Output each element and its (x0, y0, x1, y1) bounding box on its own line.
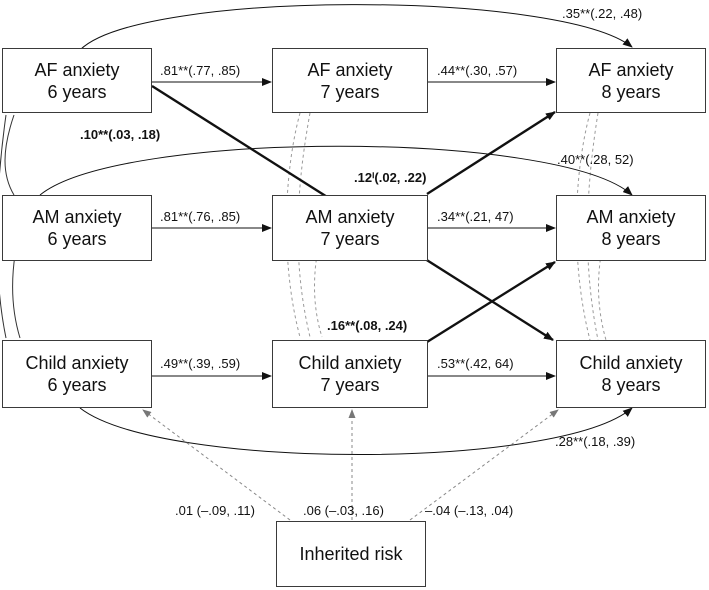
node-child6-line2: 6 years (47, 375, 107, 395)
label-risk-child8: –.04 (–.13, .04) (425, 503, 514, 518)
node-risk-line1: Inherited risk (299, 544, 403, 564)
node-am8-line1: AM anxiety (586, 207, 676, 227)
af6-am6-correlation (4, 114, 15, 196)
arrow-risk-child6 (142, 409, 291, 521)
arrow-child6-child8 (79, 407, 633, 455)
label-child7-am8: .16**(.08, .24) (327, 318, 408, 333)
label-af6-af7: .81**(.77, .85) (160, 63, 241, 78)
node-am6-line1: AM anxiety (32, 207, 122, 227)
node-child8-line2: 8 years (601, 375, 661, 395)
label-child7-child8: .53**(.42, 64) (437, 356, 514, 371)
arrow-risk-child8 (409, 409, 559, 521)
node-am7: AM anxiety 7 years (272, 195, 428, 261)
af7-child7-correlation (286, 112, 301, 338)
curved-paths (39, 4, 633, 455)
node-child8: Child anxiety 8 years (556, 340, 706, 408)
label-af7-af8: .44**(.30, .57) (437, 63, 518, 78)
arrow-am6-am8 (39, 145, 633, 196)
node-af7: AF anxiety 7 years (272, 48, 428, 113)
arrow-child7-am8 (426, 260, 556, 344)
node-child8-line1: Child anxiety (579, 353, 683, 373)
node-child6-line1: Child anxiety (25, 353, 129, 373)
node-af6-line1: AF anxiety (34, 59, 120, 80)
node-am6-line2: 6 years (47, 229, 107, 249)
node-am8: AM anxiety 8 years (556, 195, 706, 261)
inherited-risk-paths (142, 409, 559, 521)
node-child6: Child anxiety 6 years (2, 340, 152, 408)
label-af6-af8: .35**(.22, .48) (562, 6, 643, 21)
label-risk-child6: .01 (–.09, .11) (175, 503, 255, 518)
node-child7-line2: 7 years (320, 375, 380, 395)
label-child6-child7: .49**(.39, .59) (160, 356, 241, 371)
node-am6: AM anxiety 6 years (2, 195, 152, 261)
node-am7-line1: AM anxiety (305, 207, 395, 227)
label-child6-child8: .28**(.18, .39) (555, 434, 636, 449)
label-af6-child8: .10**(.03, .18) (80, 127, 161, 142)
node-af8-line2: 8 years (601, 81, 661, 102)
node-af6: AF anxiety 6 years (2, 48, 152, 113)
node-af7-line2: 7 years (320, 81, 380, 102)
node-inherited-risk: Inherited risk (276, 521, 426, 587)
af6-child6-correlation (0, 114, 7, 339)
arrow-am7-af8 (426, 110, 556, 196)
autoregressive-paths (152, 78, 556, 380)
label-am7-af8: .12ⁱ(.02, .22) (354, 170, 427, 185)
node-af8: AF anxiety 8 years (556, 48, 706, 113)
node-am7-line2: 7 years (320, 229, 380, 249)
node-af8-line1: AF anxiety (588, 59, 674, 80)
node-child7: Child anxiety 7 years (272, 340, 428, 408)
label-risk-child7: .06 (–.03, .16) (303, 503, 384, 518)
node-af6-line2: 6 years (47, 81, 107, 102)
label-am7-am8: .34**(.21, 47) (437, 209, 514, 224)
label-am6-am7: .81**(.76, .85) (160, 209, 241, 224)
label-am6-am8: .40**(.28, 52) (557, 152, 634, 167)
node-child7-line1: Child anxiety (298, 353, 402, 373)
arrow-af6-af8 (79, 4, 633, 51)
node-am8-line2: 8 years (601, 229, 661, 249)
af8-child8-correlation (576, 112, 591, 341)
node-af7-line1: AF anxiety (307, 59, 393, 80)
